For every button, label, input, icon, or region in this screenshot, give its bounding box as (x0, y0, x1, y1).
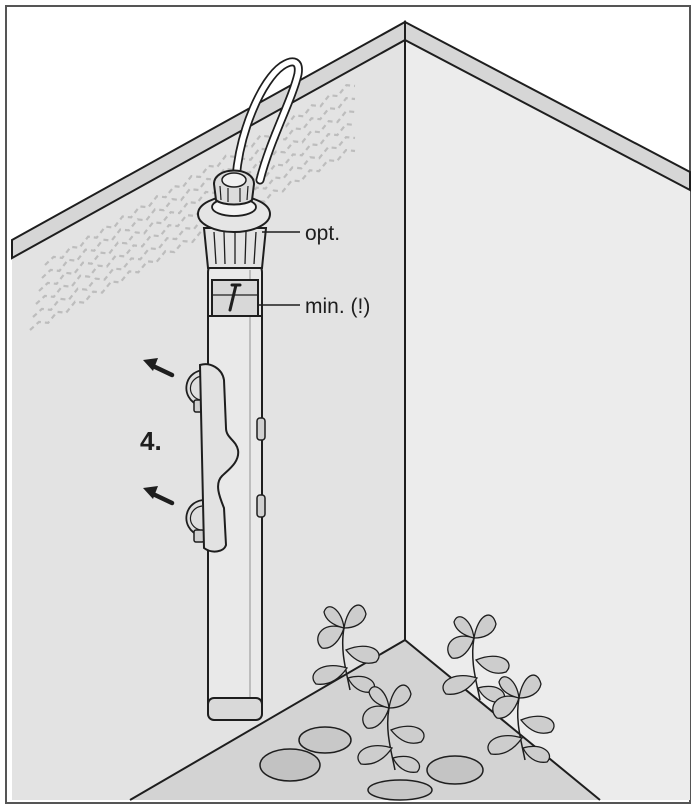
side-bump (256, 417, 266, 441)
heater (197, 169, 271, 721)
opt-label: opt. (305, 222, 340, 245)
heater-end-cap (207, 697, 263, 721)
stone-icon (259, 748, 321, 782)
floor-edge-left (129, 639, 406, 801)
arrow-left-icon (143, 358, 175, 378)
min-label: min. (!) (305, 295, 370, 318)
holder-clip (198, 363, 240, 553)
step-number: 4. (140, 426, 162, 456)
ripple-row (41, 96, 356, 279)
ripple-row (35, 122, 356, 305)
ripple-row (29, 148, 356, 331)
stone-icon (298, 726, 352, 754)
ripple-row (44, 83, 356, 266)
tank-wall-right (405, 40, 690, 800)
ripple-row (32, 135, 356, 318)
arrow-left-icon (143, 486, 175, 506)
ripple-row (38, 109, 356, 292)
water-surface (29, 83, 356, 331)
info-marker-icon (228, 283, 242, 312)
stone-icon (367, 779, 433, 801)
floor-edge-right (404, 639, 601, 801)
side-bump (256, 494, 266, 518)
tank-rim-right (404, 20, 691, 192)
stone-icon (426, 755, 484, 785)
